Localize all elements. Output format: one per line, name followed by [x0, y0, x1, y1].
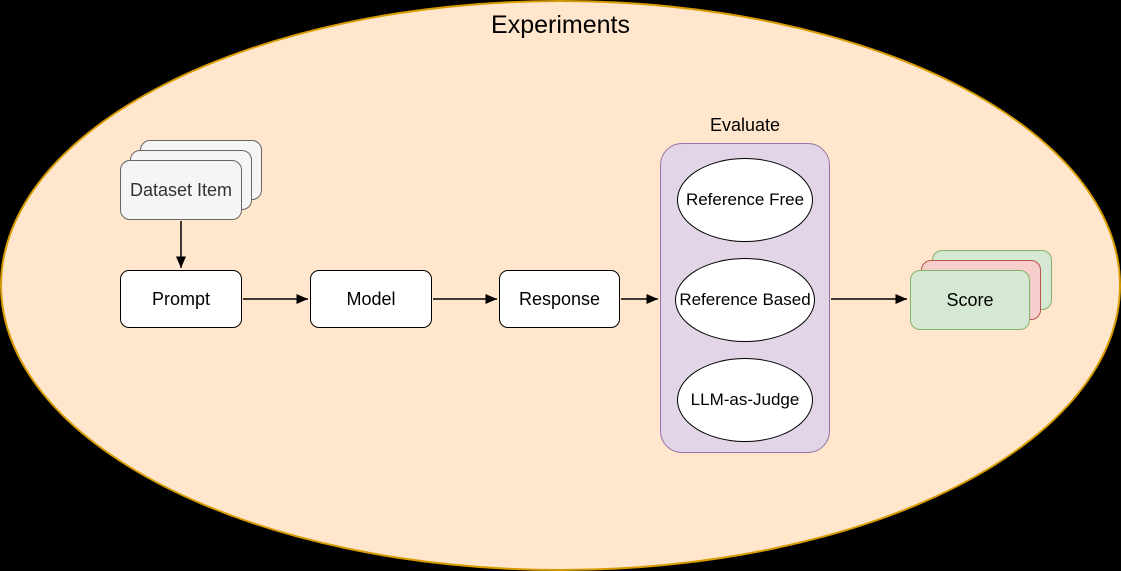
- dataset-item-label: Dataset Item: [129, 179, 233, 200]
- model-label: Model: [346, 288, 396, 309]
- prompt-node: Prompt: [120, 270, 242, 328]
- response-node: Response: [499, 270, 620, 328]
- score-card-front: Score: [910, 270, 1030, 330]
- llm-as-judge-label: LLM-as-Judge: [690, 390, 800, 409]
- reference-free-label: Reference Free: [685, 190, 805, 209]
- evaluate-group-label: Evaluate: [709, 115, 781, 135]
- prompt-label: Prompt: [151, 288, 211, 309]
- model-node: Model: [310, 270, 432, 328]
- evaluate-method-llm-as-judge: LLM-as-Judge: [677, 358, 813, 442]
- response-label: Response: [518, 288, 601, 309]
- dataset-item-card-front: Dataset Item: [120, 160, 242, 220]
- score-label: Score: [946, 289, 994, 310]
- reference-based-label: Reference Based: [679, 290, 811, 309]
- diagram-title: Experiments: [491, 11, 630, 39]
- evaluate-method-reference-based: Reference Based: [675, 258, 815, 342]
- evaluate-method-reference-free: Reference Free: [677, 158, 813, 242]
